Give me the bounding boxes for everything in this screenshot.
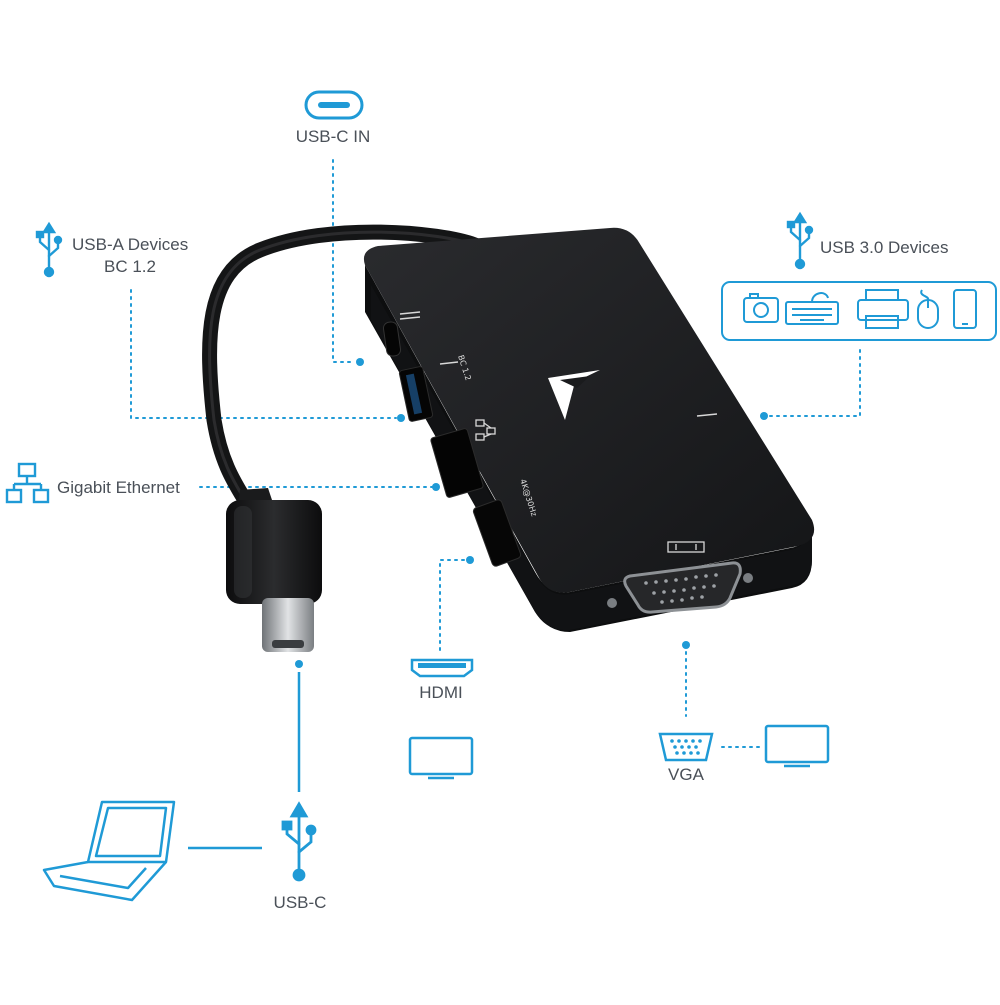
line-hdmi [439,559,466,651]
monitor-icon-hdmi [408,736,474,780]
printer-icon [857,289,909,329]
connector-lines [130,159,861,748]
connector-dots [295,358,768,668]
label-vga: VGA [668,765,704,784]
usb-a-icon [35,221,63,278]
brand-logo [548,370,600,420]
label-hdmi: HDMI [419,683,463,702]
label-usb-a-devices: USB-A Devices [72,235,189,254]
label-gigabit-ethernet: Gigabit Ethernet [57,478,180,497]
hub-top [363,227,815,593]
line-usb-a [130,289,397,419]
camera-icon [743,293,779,323]
monitor-icon-vga [764,724,830,768]
keyboard-icon [785,292,839,325]
usb-c-plug [226,500,322,604]
phone-icon [953,289,977,329]
label-usb-c-in: USB-C IN [295,127,371,146]
usb-c-port-icon [304,90,364,120]
vga-port [607,561,753,614]
label-usb-c: USB-C [273,893,327,912]
mouse-icon [917,289,939,329]
line-usb3 [767,349,861,417]
label-usb-a-bc: BC 1.2 [104,257,156,276]
network-icon [5,462,50,504]
usb-c-host-icon [281,801,317,882]
usb3-peripherals-panel [721,281,997,341]
usb-c-plug-metal [262,598,314,652]
hdmi-port [472,499,522,567]
usb-c-port [382,321,402,357]
ethernet-port [430,428,484,498]
hdmi-port-icon [410,658,474,678]
hub-device: BC 1.2 4K@30Hz [363,227,815,632]
vga-port-icon [658,732,714,762]
label-usb3-devices: USB 3.0 Devices [820,238,949,257]
laptop-icon [42,800,176,902]
device-vga-glyph [667,541,705,553]
device-network-glyph [475,419,496,441]
line-usb-c-in [332,159,356,363]
usb3-icon [786,211,814,270]
